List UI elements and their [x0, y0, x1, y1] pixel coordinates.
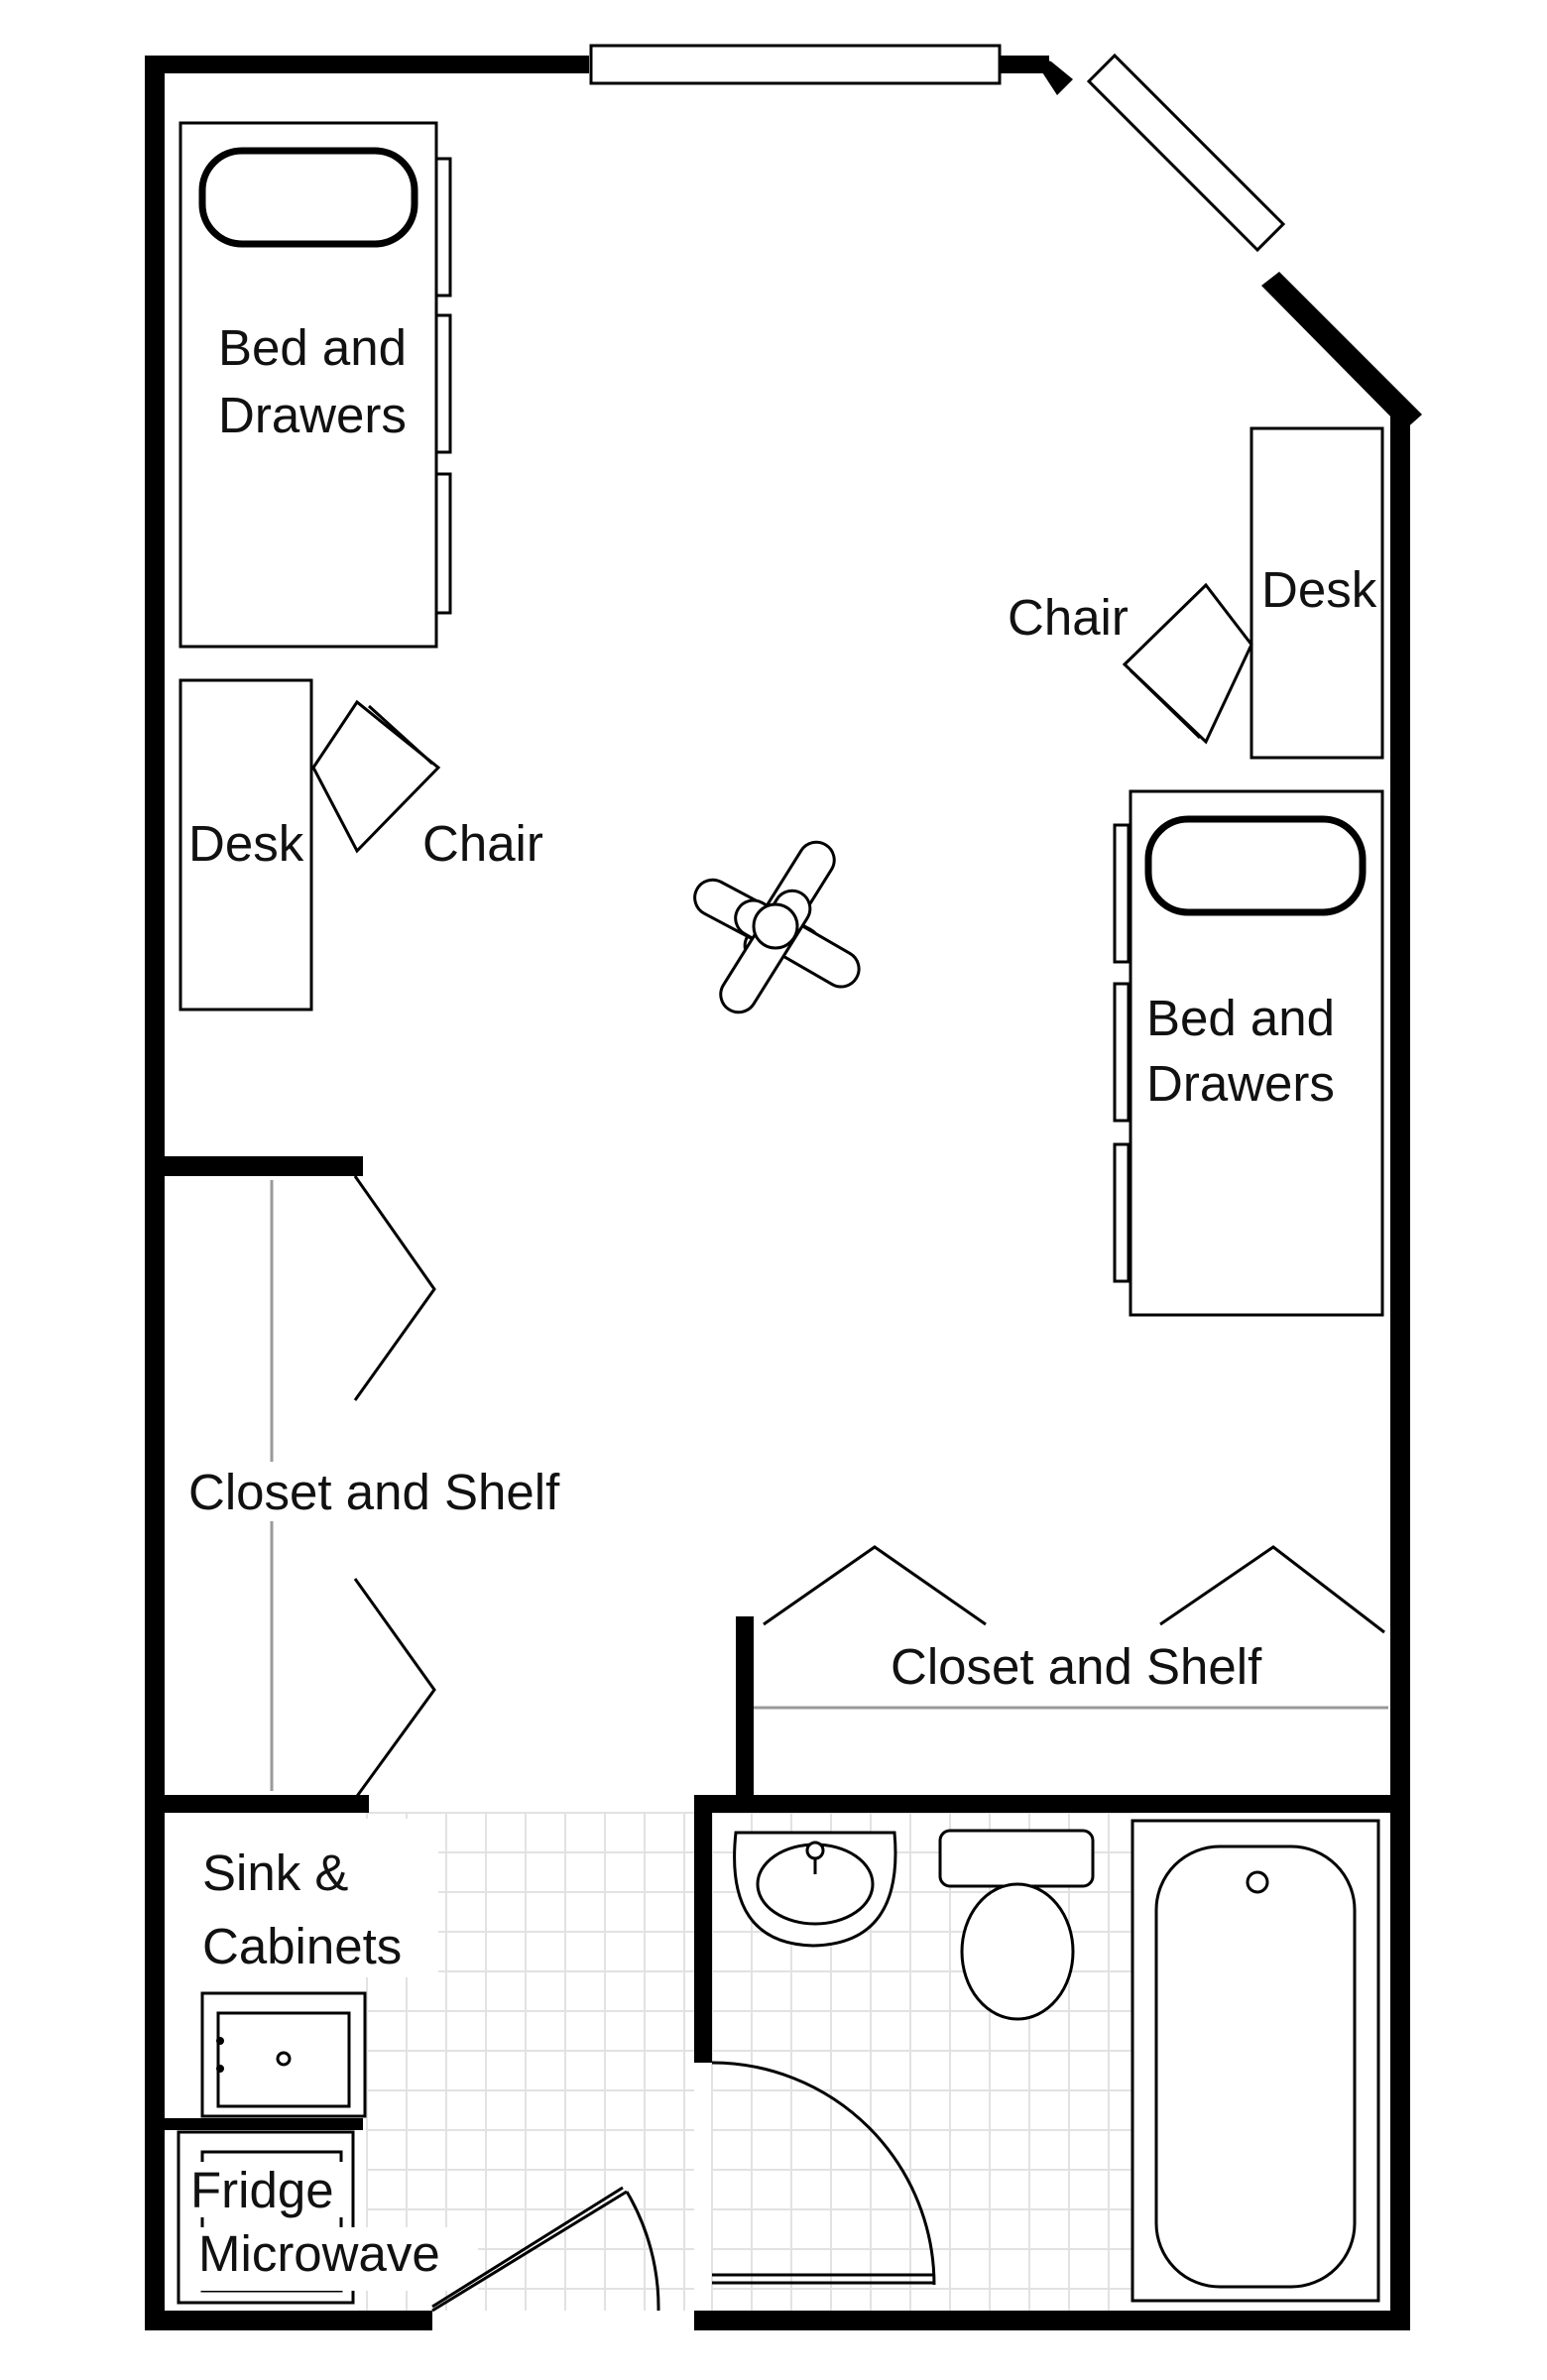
desk-left-label: Desk [188, 815, 304, 872]
fridge-label: Fridge [190, 2162, 334, 2218]
sink-label-2: Cabinets [202, 1918, 402, 1974]
entry-door [431, 2186, 660, 2313]
kitchenette: Sink & Cabinets Fridge Microwave [169, 1819, 478, 2305]
desk-right: Desk [1250, 426, 1384, 760]
bed-right-label-2: Drawers [1146, 1055, 1335, 1112]
closet-right-label: Closet and Shelf [891, 1638, 1262, 1695]
chair-right: Chair [1008, 582, 1253, 745]
closet-left-label: Closet and Shelf [188, 1464, 560, 1520]
toilet [938, 1829, 1095, 2021]
closet-left: Closet and Shelf [184, 1175, 563, 1800]
bed-left-label-1: Bed and [218, 319, 407, 376]
walls [145, 56, 1422, 2330]
desk-left: Desk [178, 678, 313, 1012]
chair-left-label: Chair [422, 815, 543, 872]
window-diagonal [1086, 53, 1286, 253]
bed-right-label-1: Bed and [1146, 990, 1335, 1046]
bathroom-door [711, 2061, 936, 2286]
window-top [589, 44, 1002, 85]
bed-left-label-2: Drawers [218, 387, 407, 443]
desk-right-label: Desk [1261, 561, 1377, 618]
bathroom-sink [733, 1831, 897, 1948]
ceiling-fan [693, 840, 861, 1014]
bathtub [1130, 1819, 1380, 2303]
chair-right-label: Chair [1008, 589, 1129, 646]
chair-left: Chair [311, 699, 543, 872]
microwave-label: Microwave [198, 2225, 440, 2282]
bed-right: Bed and Drawers [1113, 789, 1384, 1317]
sink-label-1: Sink & [202, 1844, 348, 1901]
bed-left: Bed and Drawers [178, 121, 452, 649]
bathroom [711, 1819, 1380, 2303]
closet-right: Closet and Shelf [754, 1545, 1388, 1710]
